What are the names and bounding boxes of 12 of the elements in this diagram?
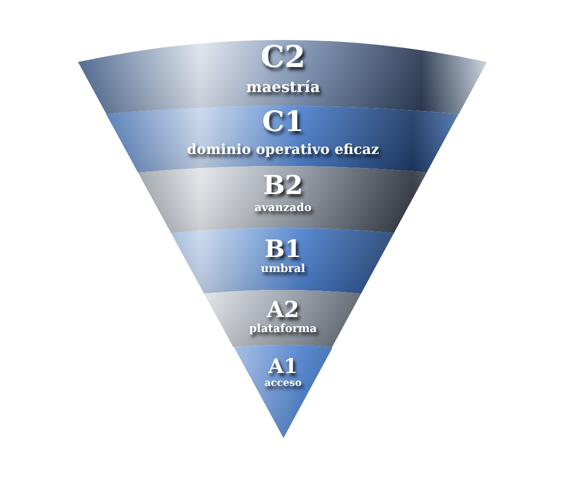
level-code: A1 (268, 354, 298, 378)
level-name: umbral (260, 262, 306, 276)
level-name: avanzado (254, 202, 312, 214)
level-code: C1 (262, 106, 304, 138)
level-name: maestría (246, 79, 320, 97)
level-code: C2 (260, 40, 306, 76)
level-code: A2 (266, 298, 300, 324)
level-code: B2 (262, 172, 304, 202)
level-name: dominio operativo eficaz (186, 142, 380, 158)
level-code: B1 (264, 235, 302, 263)
level-name: plataforma (249, 322, 317, 336)
level-name: acceso (264, 378, 302, 390)
